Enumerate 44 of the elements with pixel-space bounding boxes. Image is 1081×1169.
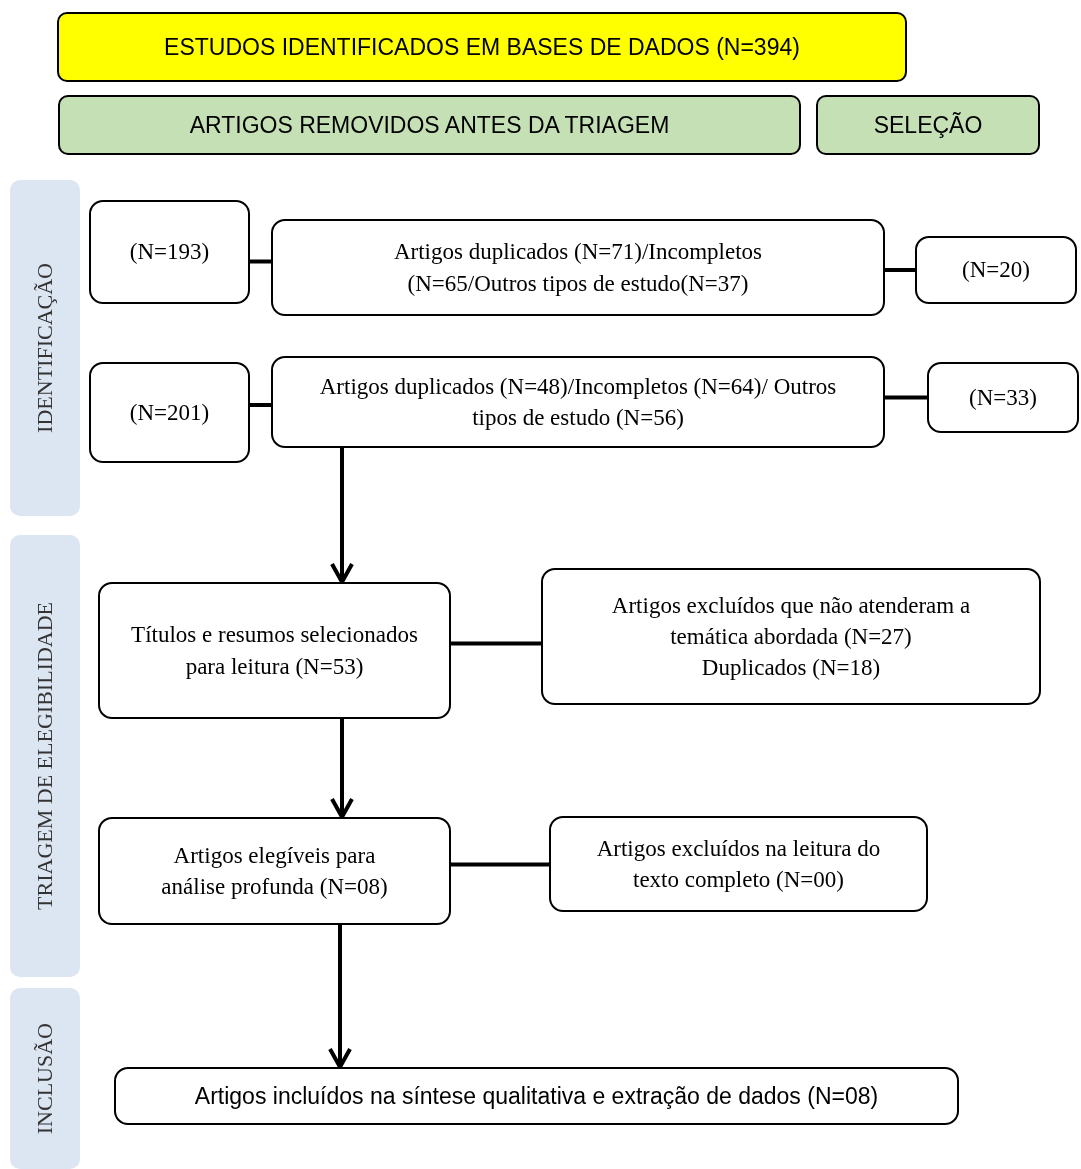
process-box <box>98 582 451 719</box>
box-text: Artigos elegíveis para análise profunda (N=08) <box>160 841 389 901</box>
stage-label: TRIAGEM DE ELEGIBILIDADE <box>32 602 58 910</box>
stage-label: INCLUSÃO <box>32 1022 58 1135</box>
box-text: (N=193) <box>129 238 210 267</box>
arrow <box>330 448 354 584</box>
process-box <box>271 219 885 316</box>
process-box <box>541 568 1041 705</box>
stage-band <box>10 988 80 1169</box>
process-box <box>89 362 250 463</box>
connector-line <box>885 395 927 400</box>
connector-line <box>885 268 915 272</box>
box-text: Artigos duplicados (N=71)/Incompletos (N=65/Outros tipos de estudo(N=37) <box>392 238 764 298</box>
stage-band <box>10 180 80 516</box>
process-box <box>89 200 250 304</box>
box-text: SELEÇÃO <box>873 111 983 139</box>
section-box <box>816 95 1040 155</box>
process-box <box>271 356 885 448</box>
box-text: (N=33) <box>969 383 1037 412</box>
box-text: Artigos excluídos que não atenderam a temática abordada (N=27) <box>610 591 972 651</box>
section-box <box>58 95 801 155</box>
process-box <box>927 362 1079 433</box>
arrow <box>330 719 354 819</box>
connector-line <box>451 641 541 646</box>
process-box <box>549 816 928 912</box>
box-text: Artigos duplicados (N=48)/Incompletos (N=64)/ Outros tipos de estudo (N=56) <box>318 372 838 432</box>
process-box <box>915 236 1077 304</box>
title-box <box>57 12 907 82</box>
box-text: (N=201) <box>129 398 210 427</box>
box-text: (N=20) <box>962 256 1030 285</box>
stage-label: IDENTIFICAÇÃO <box>32 263 58 433</box>
arrow <box>328 925 352 1069</box>
connector-line <box>451 862 549 867</box>
connector-line <box>250 259 271 264</box>
box-text: Duplicados (N=18) <box>701 654 881 682</box>
box-text: ARTIGOS REMOVIDOS ANTES DA TRIAGEM <box>189 111 670 139</box>
process-box <box>98 817 451 925</box>
box-text: Artigos incluídos na síntese qualitativa e extração de dados (N=08) <box>194 1082 879 1110</box>
connector-line <box>250 403 271 407</box>
box-text: ESTUDOS IDENTIFICADOS EM BASES DE DADOS (N=394) <box>164 33 800 61</box>
result-box <box>114 1067 959 1125</box>
stage-band <box>10 535 80 977</box>
box-text: Títulos e resumos selecionados para leitura (N=53) <box>130 621 419 681</box>
box-text: Artigos excluídos na leitura do texto completo (N=00) <box>595 834 882 894</box>
